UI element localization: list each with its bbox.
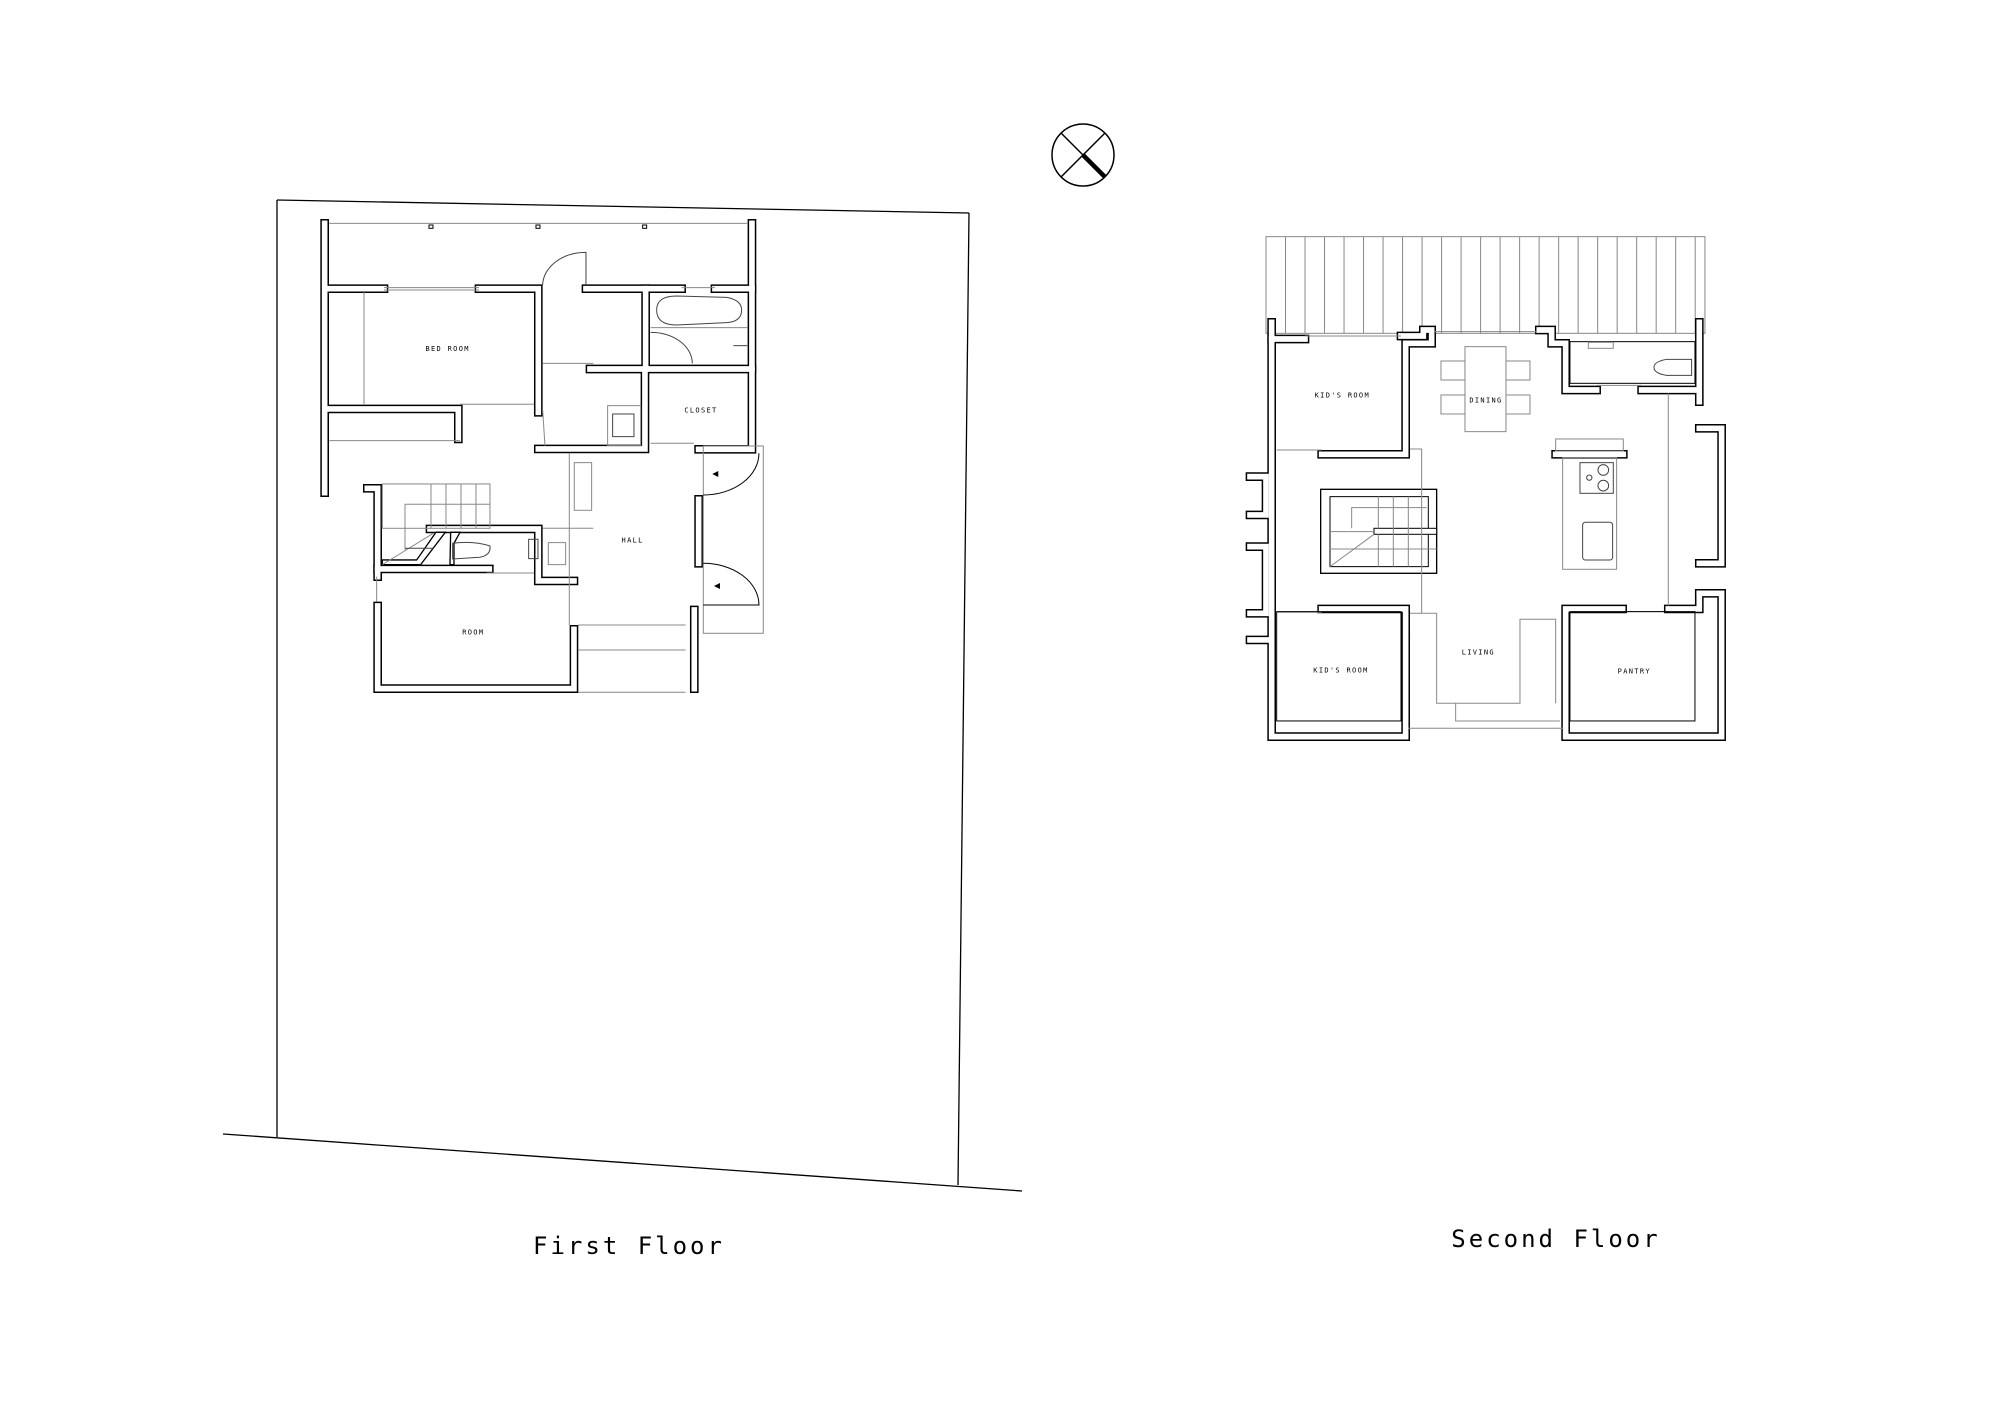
entrance-door-swing (703, 453, 760, 496)
entry-arrow-icon (712, 470, 719, 477)
room-label: CLOSET (684, 407, 717, 415)
wall (694, 218, 757, 454)
pantry-room (1569, 611, 1696, 722)
wall-fill (1562, 590, 1725, 740)
wall-fill (326, 406, 462, 442)
column-icon (535, 224, 541, 229)
walls (320, 218, 757, 693)
kids-room-2 (1276, 611, 1402, 722)
wall-fill (374, 603, 577, 692)
wall-fill (476, 285, 542, 416)
wall (1694, 423, 1726, 568)
stove-icon (1579, 462, 1614, 494)
room-label: KID'S ROOM (1315, 392, 1370, 400)
second-floor-title: Second Floor (1451, 1225, 1660, 1253)
room-label: LIVING (1462, 648, 1495, 656)
column-icon (642, 224, 648, 229)
room-label: HALL (622, 537, 644, 545)
entry-arrow-icon (713, 582, 720, 589)
sink-icon (1582, 521, 1614, 561)
wall-fill (1247, 606, 1409, 740)
room-label: ROOM (462, 628, 484, 636)
wall-fill (1318, 327, 1435, 458)
wall (324, 404, 463, 444)
wall-fill (1665, 590, 1703, 612)
room-label: DINING (1469, 396, 1502, 404)
toilet-icon (1653, 358, 1693, 376)
shoe-bench (573, 462, 593, 511)
kitchen-island (1555, 438, 1624, 570)
bathroom (1569, 341, 1696, 384)
wall-fill (535, 369, 648, 452)
column-icon (428, 224, 434, 229)
compass-icon (1051, 123, 1115, 187)
wall-fill (1696, 425, 1725, 567)
wall (474, 284, 543, 417)
site-boundary (222, 199, 1023, 1192)
bathtub-icon (656, 295, 743, 326)
second-floor-plan: KID'S ROOM DINING KID'S ROOM LIVING PANT… (1245, 236, 1726, 741)
first-floor-plan: BED ROOM CLOSET HALL ROOM (320, 218, 764, 693)
wall-fill (1247, 473, 1269, 518)
wall (533, 367, 650, 454)
dining-table (1440, 346, 1531, 433)
room-label: KID'S ROOM (1313, 667, 1368, 675)
staircase (381, 483, 491, 566)
room-label: BED ROOM (425, 345, 469, 353)
door-swing (650, 331, 693, 364)
wall-fill (1536, 327, 1600, 393)
entrance-door-swing (703, 562, 760, 606)
room-label: PANTRY (1618, 668, 1651, 676)
staircase (1319, 488, 1438, 574)
first-floor-title: First Floor (533, 1232, 725, 1260)
wall-fill (364, 485, 381, 580)
wall (373, 601, 579, 693)
sink-icon (547, 542, 567, 566)
toilet-icon (452, 541, 491, 560)
door-swing (542, 251, 587, 286)
wall (1561, 588, 1726, 741)
wall-fill (695, 220, 755, 453)
sink-icon (612, 413, 635, 438)
wall-fill (1247, 543, 1269, 617)
roof-deck (1265, 236, 1706, 334)
walls (1245, 317, 1726, 741)
